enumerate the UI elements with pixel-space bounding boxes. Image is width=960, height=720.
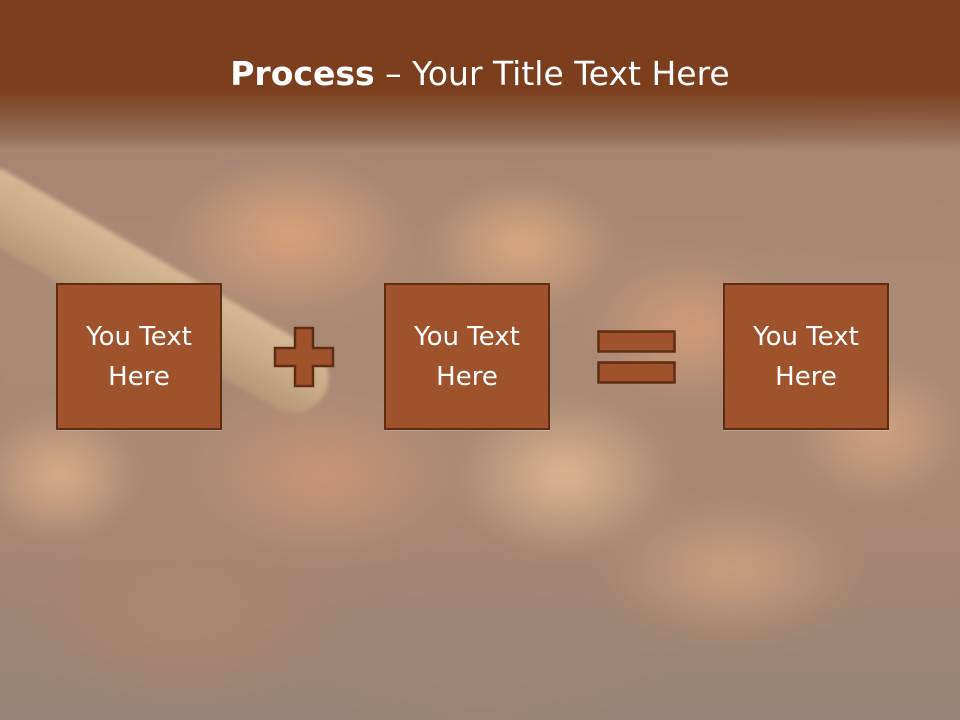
slide-title: Process – Your Title Text Here — [0, 52, 960, 96]
process-box-1-text: You Text Here — [86, 321, 192, 392]
process-box-2: You Text Here — [384, 283, 550, 430]
equals-icon — [597, 330, 676, 384]
title-band — [0, 0, 960, 150]
title-bold-text: Process — [230, 54, 375, 93]
process-box-3: You Text Here — [723, 283, 889, 430]
title-rest-text: – Your Title Text Here — [374, 54, 730, 93]
plus-icon — [273, 326, 335, 388]
process-box-1: You Text Here — [56, 283, 222, 430]
process-box-2-text: You Text Here — [414, 321, 520, 392]
process-box-3-text: You Text Here — [753, 321, 859, 392]
